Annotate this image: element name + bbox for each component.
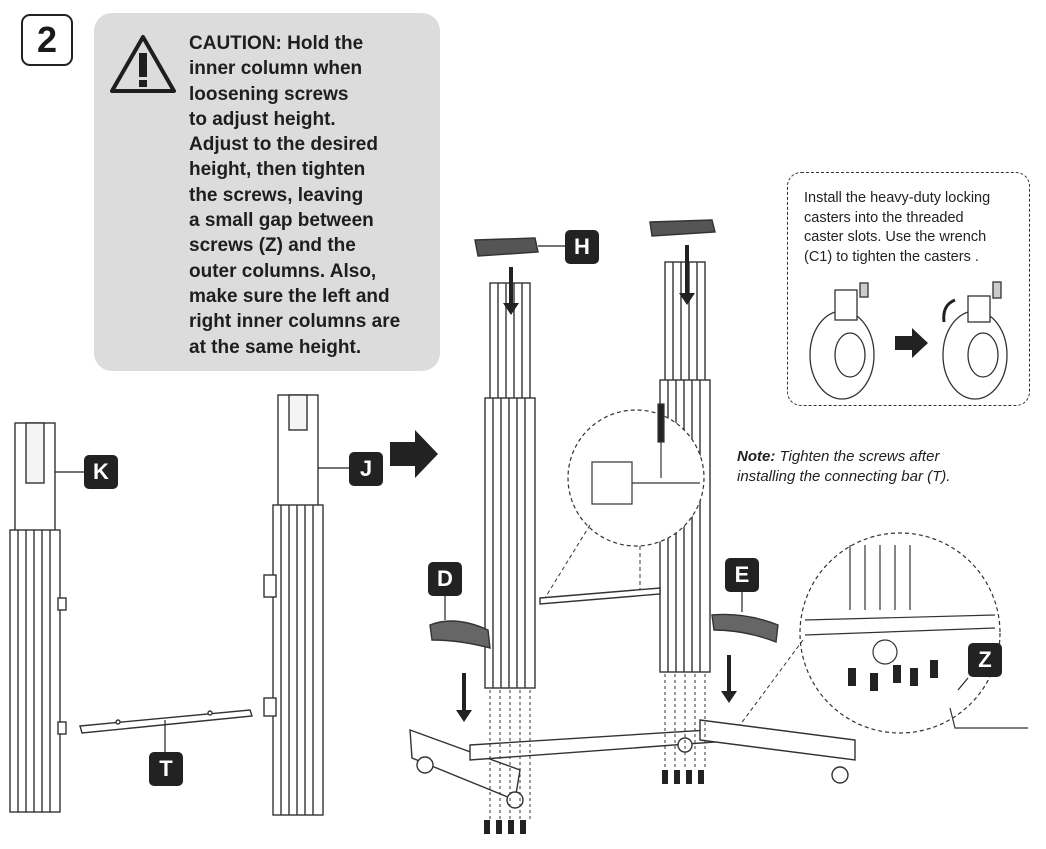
label-z: Z [968, 643, 1002, 677]
caution-line: Adjust to the desired [189, 134, 378, 156]
caution-line: outer columns. Also, [189, 260, 377, 282]
column-k [9, 422, 67, 813]
connecting-bar-t [79, 709, 253, 734]
label-e: E [725, 558, 759, 592]
caution-line: a small gap between [189, 210, 374, 232]
warning-triangle-icon [110, 35, 176, 93]
install-line: caster slots. Use the wrench [804, 229, 987, 245]
caution-line: the screws, leaving [189, 184, 364, 206]
caution-line: screws (Z) and the [189, 235, 356, 257]
note-line-1-text: Tighten the screws after [775, 448, 940, 465]
install-line: Install the heavy-duty locking [804, 190, 991, 206]
note-line-2: installing the connecting bar (T). [737, 468, 951, 485]
label-d: D [428, 562, 462, 596]
caution-line: height, then tighten [189, 159, 366, 181]
install-line: (C1) to tighten the casters . [804, 248, 979, 265]
label-k: K [84, 455, 118, 489]
caution-line: to adjust height. [189, 108, 336, 130]
caution-line: make sure the left and [189, 285, 390, 307]
caster-install-text: Install the heavy-duty locking casters i… [804, 189, 1029, 267]
note-line-1: Note: Tighten the screws after [737, 447, 950, 467]
column-j [263, 394, 324, 816]
caution-line: inner column when [189, 58, 363, 80]
caution-line: right inner columns are [189, 311, 401, 333]
caution-line: loosening screws [189, 83, 349, 105]
caution-line: CAUTION: Hold the [189, 33, 364, 54]
label-j: J [349, 452, 383, 486]
stand-left-column [484, 282, 536, 689]
caution-line: at the same height. [189, 336, 362, 358]
arrow-right-icon [390, 328, 928, 478]
caution-panel: CAUTION: Hold the inner column when loos… [94, 13, 440, 371]
label-t: T [149, 752, 183, 786]
arrow-down-icon [462, 245, 731, 712]
step-number: 2 [21, 14, 73, 66]
caution-text: CAUTION: Hold the inner column when loos… [189, 31, 434, 360]
label-h: H [565, 230, 599, 264]
note-prefix: Note: [737, 448, 776, 465]
note-text: Note: Tighten the screws after installin… [737, 447, 950, 487]
install-line: casters into the threaded [804, 209, 964, 226]
caster-install-panel: Install the heavy-duty locking casters i… [787, 172, 1030, 406]
